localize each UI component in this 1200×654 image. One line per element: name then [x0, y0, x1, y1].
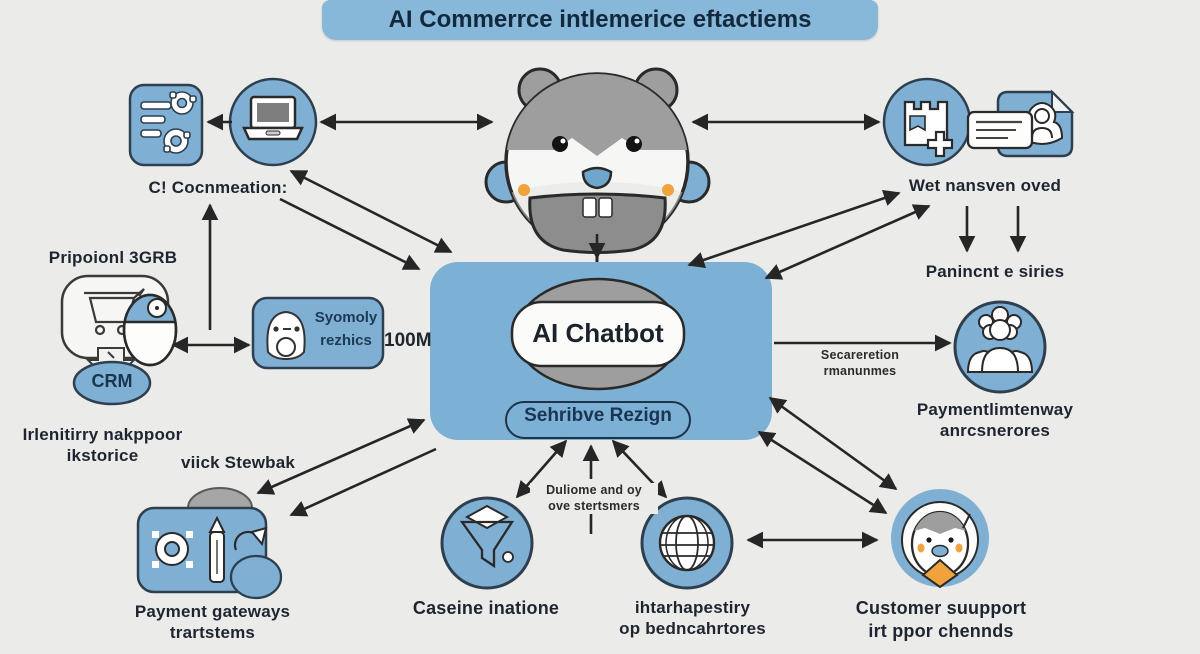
payment-tools-node: [136, 487, 283, 600]
mascot-nose: [581, 166, 613, 190]
subtitle-pill: [505, 401, 691, 439]
symoly-node: [251, 296, 385, 370]
flow-label-right: Secareretion rmanunmes: [800, 348, 920, 379]
funnel-icon: [459, 520, 515, 569]
people-caption-line1: Paymentlimtenway: [916, 400, 1074, 419]
sliders-gears-icon: [140, 91, 197, 154]
mascot-eye-left: [552, 136, 568, 152]
left-group-title: Pripoionl 3GRB: [48, 248, 178, 267]
flow-center-line2: ove stertsmers: [548, 498, 640, 513]
store-node: [882, 77, 972, 167]
left-group-caption: Irlenitirry nakppoor ikstorice: [0, 424, 205, 467]
top-right-subcaption: Panincnt e siries: [925, 262, 1065, 281]
globe-node: [640, 496, 734, 590]
left-caption-line2: ikstorice: [66, 446, 139, 466]
ring-icon: [152, 531, 193, 568]
flow-right-line2: rmanunmes: [823, 363, 897, 378]
support-caption: Customer suupport irt ppor chennds: [830, 597, 1052, 642]
mascot-tooth-right: [598, 197, 613, 218]
laptop-icon: [242, 95, 304, 141]
symoly-label: Syomoly rezhics: [310, 307, 382, 352]
support-penguin-node: [891, 489, 989, 589]
flow-right-line1: Secareretion: [820, 348, 900, 362]
page-title: AI Commerrce intlemerice eftactiems: [388, 6, 812, 33]
symoly-line1: Syomoly: [314, 309, 378, 326]
funnel-node: [440, 496, 534, 590]
ai-chatbot-panel: [430, 262, 772, 440]
chatbot-title: AI Chatbot: [532, 318, 664, 348]
people-caption: Paymentlimtenway anrcsnerores: [885, 399, 1105, 442]
mascot-eye-right: [626, 136, 642, 152]
payment-caption-line2: trartstems: [169, 623, 256, 643]
stewbak-arrow-label: viick Stewbak: [180, 453, 296, 472]
refresh-arrow-icon: [233, 526, 268, 551]
settings-doc-node: [128, 83, 204, 167]
penguin-mascot-icon: [910, 510, 971, 589]
mascot-cheek-left: [518, 184, 530, 196]
support-caption-line2: irt ppor chennds: [868, 620, 1014, 641]
payment-caption-line1: Payment gateways: [134, 602, 291, 621]
chatbot-subtitle: Sehribve Rezign: [524, 405, 672, 426]
left-caption-line1: Irlenitirry nakppoor: [22, 425, 183, 444]
payment-caption: Payment gateways trartstems: [90, 601, 335, 644]
metric-label: 100M: [384, 330, 432, 351]
contact-doc-node: [966, 89, 1075, 158]
title-banner: AI Commerrce intlemerice eftactiems: [322, 0, 878, 40]
plus-icon: [926, 130, 954, 158]
flow-label-center: Duliome and oy ove stertsmers: [530, 483, 658, 515]
mascot-tooth-left: [582, 197, 597, 218]
hamster-mascot-head: [484, 67, 711, 262]
chatbot-mouth-oval: [510, 277, 686, 391]
mascot-mouth: [528, 192, 667, 254]
connector-arrows: [171, 113, 1027, 549]
blue-ellipse: [229, 554, 283, 600]
globe-icon: [658, 514, 716, 572]
robot-ghost-icon: [266, 310, 306, 361]
funnel-caption: Caseine inatione: [412, 598, 560, 618]
globe-caption-line2: op bedncahrtores: [619, 619, 766, 639]
crm-node: [72, 360, 152, 406]
symoly-line2: rezhics: [320, 331, 372, 349]
globe-caption: ihtarhapestiry op bedncahrtores: [585, 597, 800, 640]
message-card-icon: [966, 110, 1034, 150]
laptop-node: [228, 77, 318, 167]
config-caption: C! Cocnmeation:: [148, 178, 288, 197]
globe-caption-line1: ihtarhapestiry: [634, 598, 751, 617]
people-group-icon: [966, 306, 1034, 373]
top-right-caption: Wet nansven oved: [908, 176, 1062, 195]
people-caption-line2: anrcsnerores: [939, 421, 1051, 441]
mascot-cheek-right: [662, 184, 674, 196]
people-group-node: [953, 300, 1047, 394]
crm-label: CRM: [91, 371, 133, 391]
flow-center-line1: Duliome and oy: [546, 483, 642, 497]
castle-shop-icon: [903, 100, 954, 158]
pencil-icon: [208, 515, 226, 583]
support-caption-line1: Customer suupport: [855, 598, 1027, 618]
